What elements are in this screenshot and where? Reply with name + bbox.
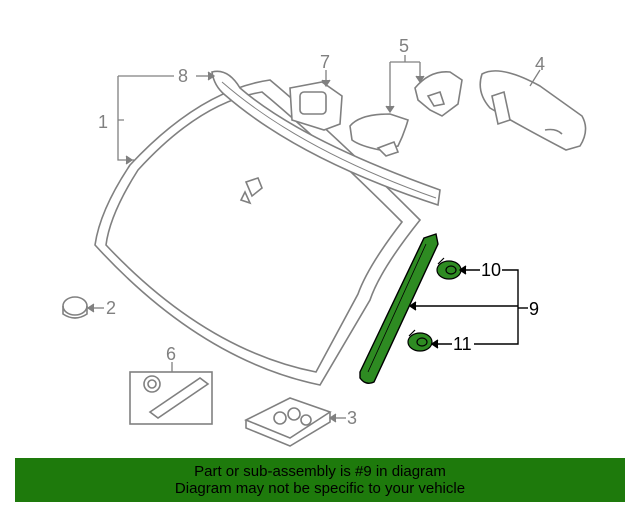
primer-kit[interactable] <box>244 397 332 447</box>
callout-11: 11 <box>453 334 472 354</box>
callout-10: 10 <box>481 260 501 280</box>
banner-line-2: Diagram may not be specific to your vehi… <box>174 480 466 497</box>
callout-7: 7 <box>320 52 330 72</box>
info-banner: Part or sub-assembly is #9 in diagram Di… <box>15 458 625 502</box>
upper-molding[interactable] <box>211 70 441 207</box>
callout-2: 2 <box>106 298 116 318</box>
callout-3: 3 <box>347 408 357 428</box>
callout-4: 4 <box>535 54 545 74</box>
callout-5: 5 <box>399 36 409 56</box>
leader-lines-gray <box>86 55 541 423</box>
leader-lines-highlight <box>408 265 528 349</box>
pillar-molding[interactable] <box>359 233 439 385</box>
callout-1: 1 <box>98 112 108 132</box>
rearview-mirror[interactable] <box>479 70 587 151</box>
clip-11[interactable] <box>407 329 433 352</box>
callout-9: 9 <box>529 299 539 319</box>
callout-8: 8 <box>178 66 188 86</box>
rain-sensor[interactable] <box>289 81 343 131</box>
banner-line-1: Part or sub-assembly is #9 in diagram <box>194 463 446 480</box>
callout-6: 6 <box>166 344 176 364</box>
urethane-kit[interactable] <box>129 371 213 425</box>
clip-10[interactable] <box>436 257 462 280</box>
plug[interactable] <box>62 296 88 319</box>
mirror-covers[interactable] <box>349 71 463 157</box>
